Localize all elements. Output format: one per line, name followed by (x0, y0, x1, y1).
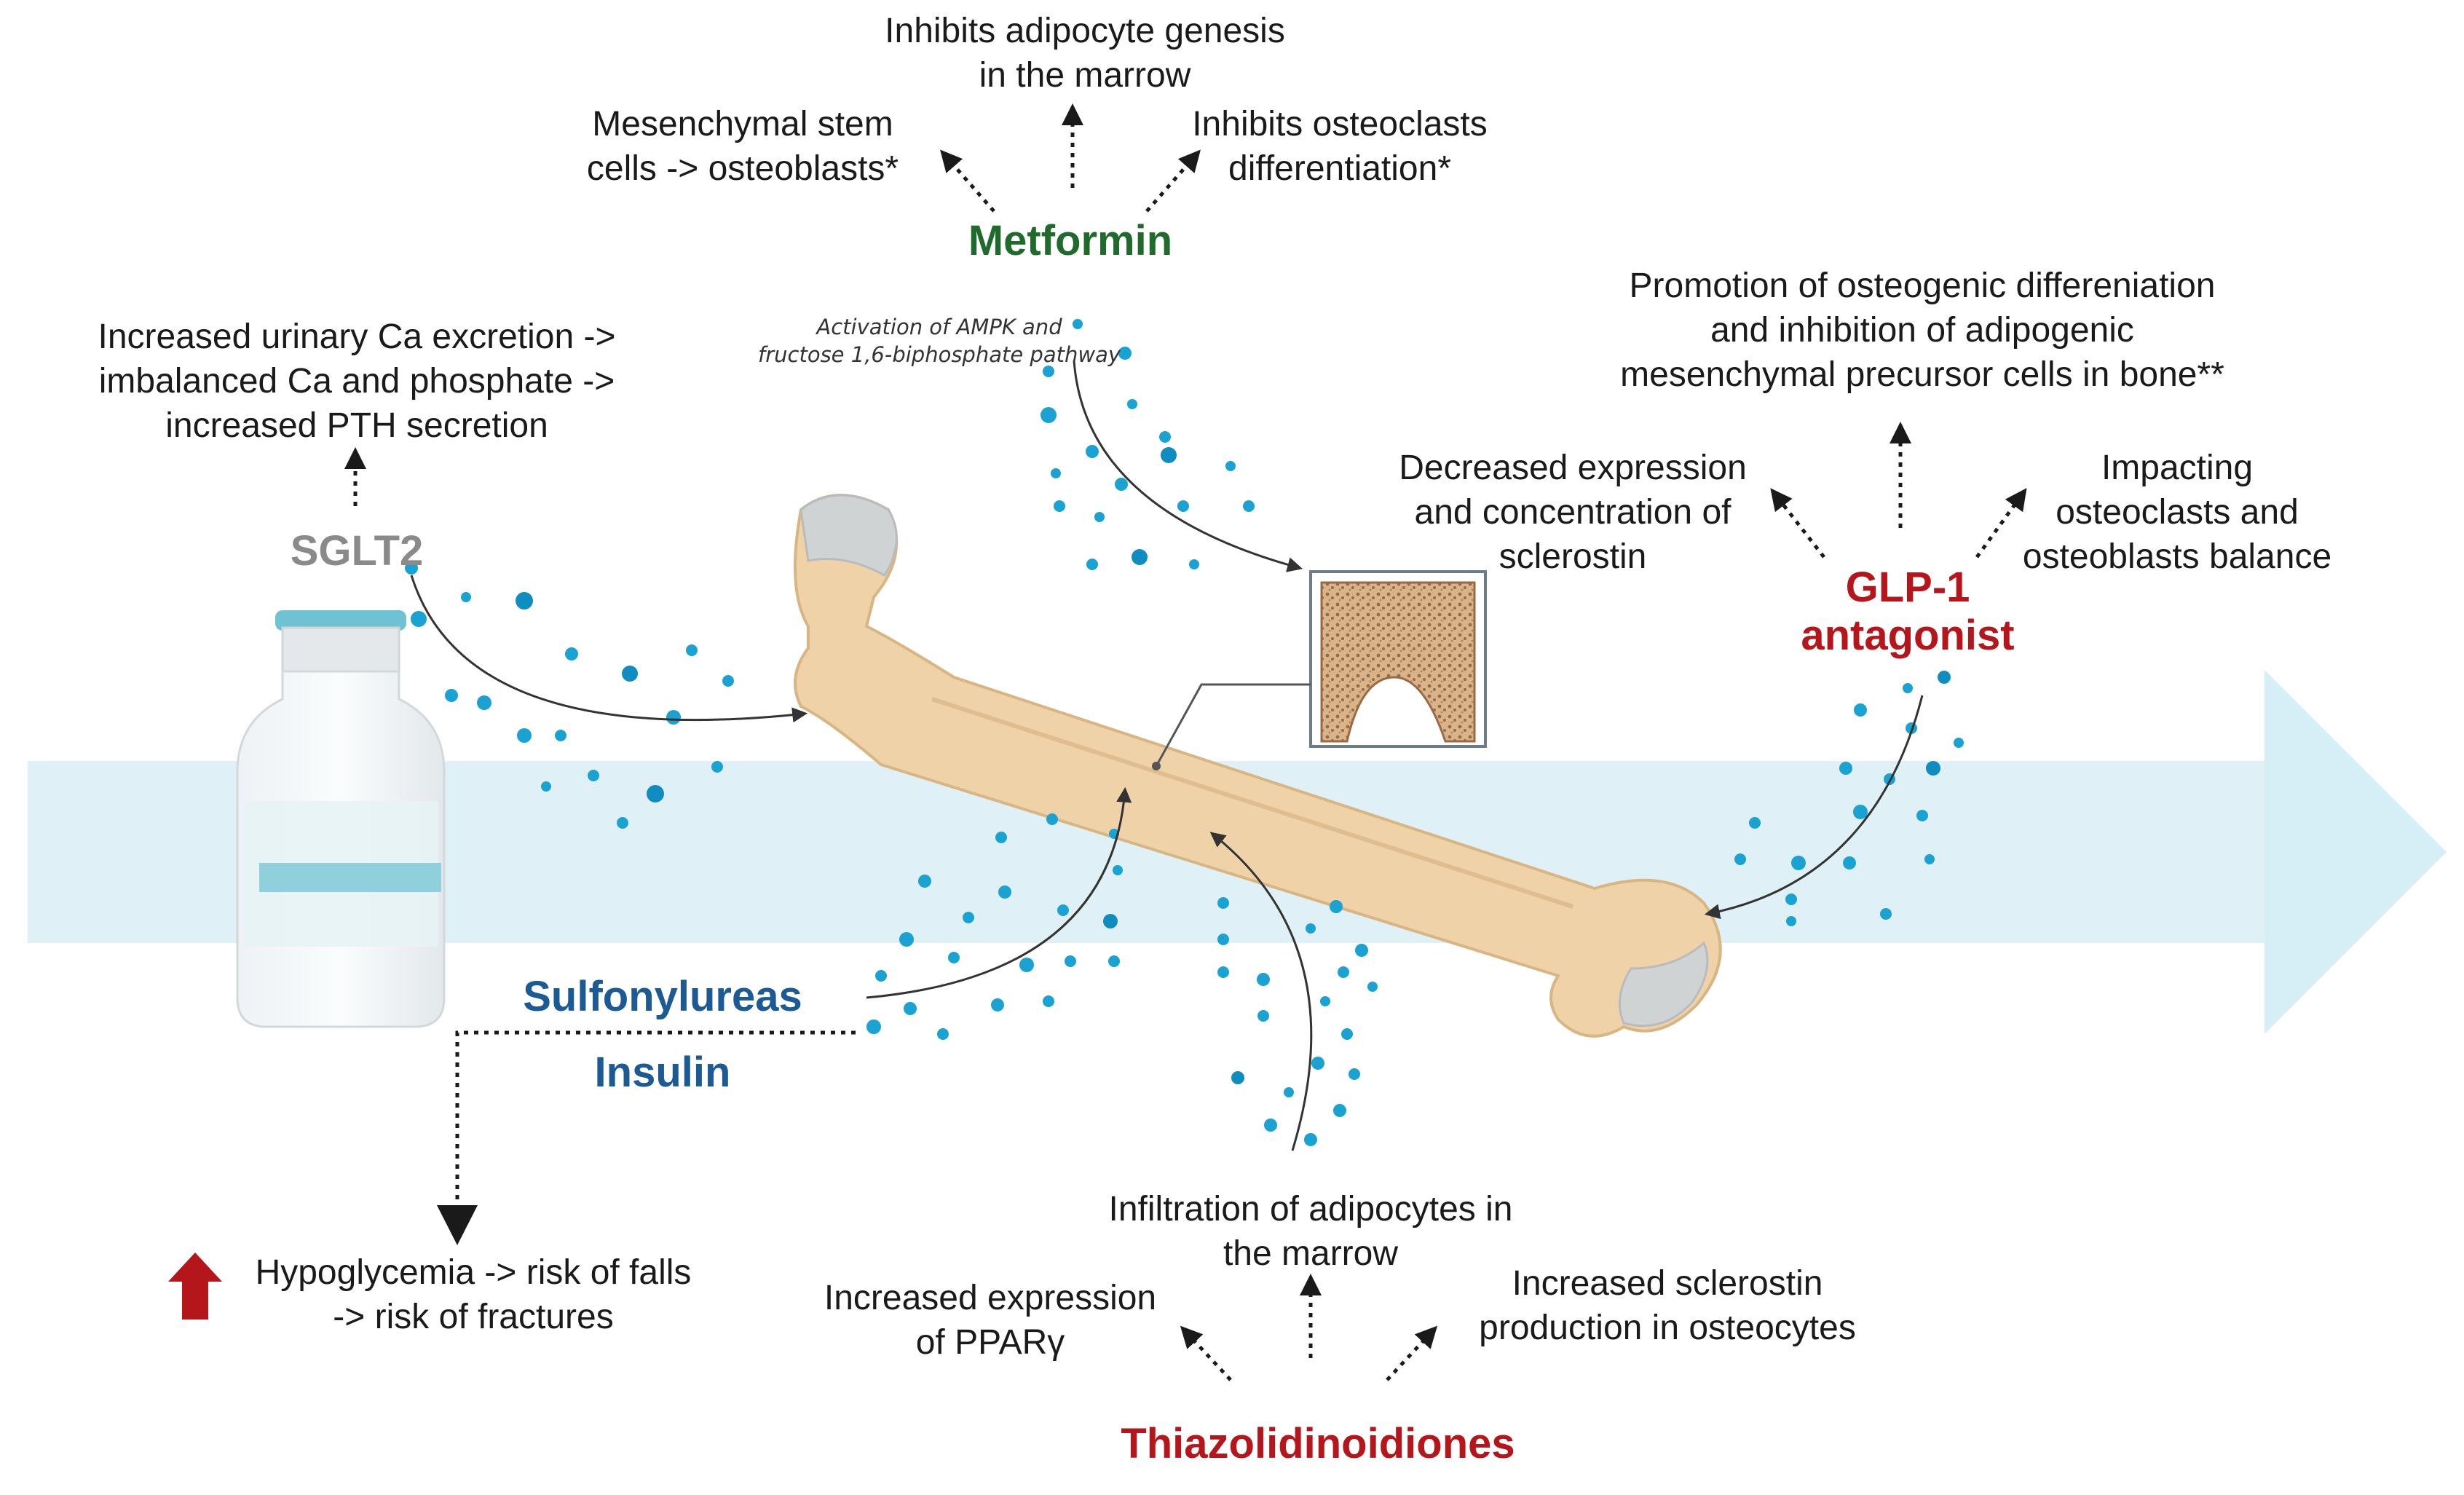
metformin-effect-top: Inhibits adipocyte genesis in the marrow (885, 12, 1285, 95)
glp1-effect-top: Promotion of osteogenic differeniation a… (1620, 267, 2224, 394)
vial-icon (236, 610, 446, 1028)
glp1-effect-left: Decreased expression and concentration o… (1399, 449, 1747, 576)
thiazolidinoidiones-effect-top: Infiltration of adipocytes in the marrow (1108, 1190, 1513, 1273)
femur-bone (794, 494, 1722, 1038)
inset-pointer-line (1155, 683, 1311, 767)
metformin-arrow-right (1145, 149, 1201, 213)
drug-to-bone-arrows (410, 360, 1924, 1151)
metformin-label: Metformin (968, 217, 1173, 264)
dots-sulfonylureas (866, 813, 1123, 1040)
insulin-effect: Hypoglycemia -> risk of falls -> risk of… (255, 1253, 692, 1336)
glp1-curve-arrow (1704, 695, 1924, 920)
effect-arrows (344, 103, 2027, 1381)
thiazolidinoidiones-effect-left: Increased expression of PPARγ (824, 1279, 1157, 1362)
glp1-arrow-left (1770, 488, 1825, 559)
thiazolidinoidiones-arrow-right (1386, 1325, 1438, 1381)
metformin-pathway-note: Activation of AMPK and fructose 1,6-biph… (758, 315, 1121, 367)
metformin-arrow-left (940, 149, 995, 213)
glp1-effect-right: Impacting osteoclasts and osteoblasts ba… (2022, 449, 2332, 576)
metformin-effect-left: Mesenchymal stem cells -> osteoblasts* (586, 105, 899, 188)
thiazolidinoidiones-label: Thiazolidinoidiones (1121, 1420, 1515, 1467)
dots-metformin (1041, 319, 1255, 570)
thiazolidinoidiones-effect-right: Increased sclerostin production in osteo… (1479, 1264, 1856, 1347)
sulfonylureas-curve-arrow (866, 786, 1132, 999)
sulfonylureas-label: Sulfonylureas (523, 973, 802, 1020)
insulin-label: Insulin (594, 1049, 731, 1096)
bone-cross-section-inset (1152, 570, 1487, 770)
metformin-effect-right: Inhibits osteoclasts differentiation* (1192, 105, 1488, 188)
sglt2-effect: Increased urinary Ca excretion -> imbala… (98, 317, 616, 445)
thiazolidinoidiones-arrow-left (1180, 1325, 1232, 1381)
dots-sglt2 (405, 561, 734, 829)
glp1-label: GLP-1 antagonist (1801, 564, 2015, 659)
metformin-curve-arrow (1073, 360, 1303, 572)
sglt2-label: SGLT2 (290, 527, 424, 575)
thiazolidinoidiones-curve-arrow (1209, 832, 1313, 1151)
red-up-arrow-icon (168, 1253, 222, 1320)
flow-arrowhead (2264, 670, 2447, 1034)
dots-thiazolidinoidiones (1217, 897, 1378, 1146)
glp1-arrow-right (1975, 488, 2027, 559)
sglt2-curve-arrow (410, 575, 808, 723)
dots-glp1 (1734, 671, 1964, 926)
insulin-arrow (437, 1030, 856, 1245)
